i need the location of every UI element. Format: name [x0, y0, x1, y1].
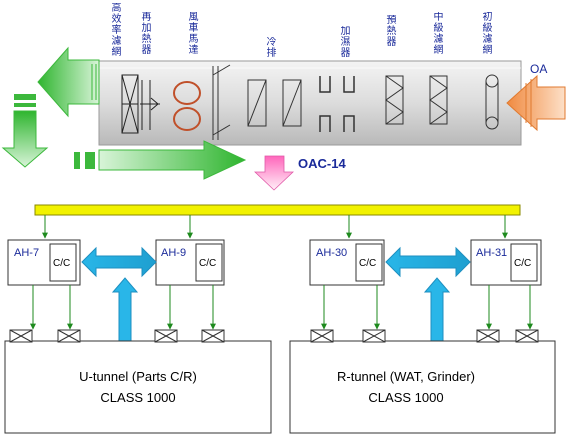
air-handler-ah9: AH-9 C/C [155, 239, 225, 286]
section-label-fan-motor: 風車馬達 [188, 12, 199, 56]
ceiling-filter [310, 329, 334, 343]
return-up-arrow-right [423, 277, 451, 342]
oa-label: OA [530, 62, 547, 76]
ceiling-filters [9, 329, 539, 343]
ah7-coil: C/C [53, 258, 70, 269]
ceiling-filter [9, 329, 33, 343]
section-label-pre-filter: 初級濾網 [482, 12, 493, 56]
air-handler-ah30: AH-30 C/C [309, 239, 385, 286]
ahu-section-labels: 高效率濾網 再加熱器 風車馬達 冷排 加濕器 預熱器 中級濾網 初級濾網 [111, 3, 493, 59]
oac-name-label: OAC-14 [298, 156, 346, 171]
ah30-name: AH-30 [316, 247, 347, 259]
supply-header-duct [34, 204, 521, 216]
section-label-preheater: 預熱器 [386, 15, 397, 48]
reheater-symbol [140, 80, 160, 130]
exchange-arrow-left [81, 246, 157, 278]
section-label-humidifier: 加濕器 [340, 26, 351, 59]
ahu-casing [98, 60, 522, 146]
section-label-reheater: 再加熱器 [141, 12, 152, 56]
section-label-medium-filter: 中級濾網 [433, 12, 444, 56]
ceiling-filter [57, 329, 81, 343]
ah30-coil: C/C [359, 258, 376, 269]
room-r-tunnel-class: CLASS 1000 [368, 390, 443, 405]
room-r-tunnel [289, 340, 556, 434]
ah9-name: AH-9 [161, 247, 186, 259]
diffuser-feed-arrows [30, 285, 533, 330]
return-up-arrow-left [111, 277, 139, 342]
fan-symbol [173, 81, 201, 131]
ah7-name: AH-7 [14, 247, 39, 259]
pre-filter-symbol [485, 74, 499, 130]
cooling-coil-symbol [247, 79, 302, 127]
ahu-unit [98, 60, 522, 146]
ceiling-filter [154, 329, 178, 343]
hepa-filter-symbol [121, 74, 139, 134]
oa-intake-arrow [506, 74, 566, 132]
return-air-arrow [74, 140, 247, 180]
ah9-coil: C/C [199, 258, 216, 269]
room-u-tunnel-class: CLASS 1000 [100, 390, 175, 405]
header-drops [42, 215, 508, 239]
air-handler-ah31: AH-31 C/C [470, 239, 542, 286]
ah31-coil: C/C [514, 258, 531, 269]
ceiling-filter [515, 329, 539, 343]
supply-down-arrow [1, 94, 49, 168]
humidifier-symbol [319, 76, 355, 132]
room-u-tunnel [4, 340, 272, 434]
preheater-symbol [385, 75, 404, 125]
oac-supply-arrow [253, 155, 295, 191]
medium-filter-symbol [429, 75, 448, 125]
section-label-cooling-coil: 冷排 [266, 37, 277, 59]
ah31-name: AH-31 [476, 247, 507, 259]
ceiling-filter [201, 329, 225, 343]
exchange-arrow-right [385, 246, 471, 278]
ceiling-filter [362, 329, 386, 343]
room-u-tunnel-name: U-tunnel (Parts C/R) [79, 369, 197, 384]
ceiling-filter [476, 329, 500, 343]
section-label-hepa: 高效率濾網 [111, 3, 122, 58]
supply-outlet-arrow [37, 46, 100, 118]
room-r-tunnel-name: R-tunnel (WAT, Grinder) [337, 369, 475, 384]
air-handler-ah7: AH-7 C/C [7, 239, 81, 286]
